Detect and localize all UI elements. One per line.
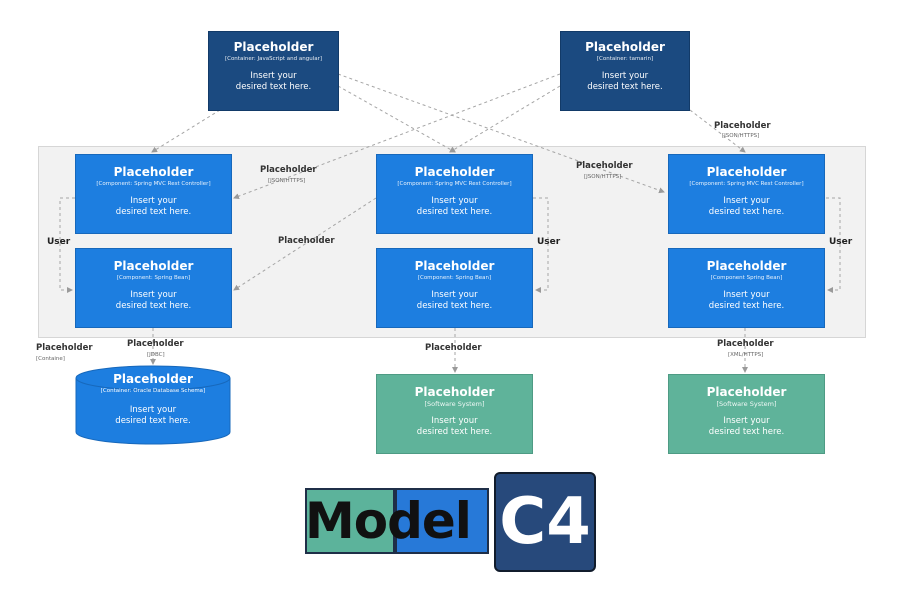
edge-comp3-comp2 bbox=[233, 197, 377, 291]
node-subtitle: [Component: Spring Bean] bbox=[417, 275, 492, 281]
component-2: Placeholder [Component: Spring Bean] Ins… bbox=[75, 248, 232, 328]
node-desc-2: desired text here. bbox=[708, 301, 785, 311]
edge-top2-comp5 bbox=[689, 109, 746, 153]
edge-sublabel-mid-json: [JSON/HTTPS] bbox=[584, 174, 622, 180]
node-desc-2: desired text here. bbox=[587, 82, 663, 92]
user-label-right: User bbox=[829, 237, 853, 247]
node-title: Placeholder bbox=[113, 259, 194, 273]
logo-text-mo: Mo bbox=[305, 492, 388, 550]
logo-text-del: del bbox=[387, 492, 472, 550]
node-desc-1: Insert your bbox=[431, 290, 478, 300]
edge-label-mid-json: Placeholder bbox=[576, 161, 633, 171]
node-subtitle: [Software System] bbox=[424, 400, 485, 408]
database-cylinder bbox=[75, 365, 231, 445]
component-6: Placeholder [Component Spring Bean] Inse… bbox=[668, 248, 825, 328]
edge-label-left-diag: Placeholder bbox=[278, 236, 335, 246]
node-title: Placeholder bbox=[113, 372, 193, 386]
edge-label-right-sys: Placeholder bbox=[717, 339, 774, 349]
edge-top1-comp1 bbox=[151, 109, 221, 153]
edge-sublabel-left-json: [JSON/HTTPS] bbox=[268, 178, 306, 184]
user-label-mid: User bbox=[537, 237, 561, 247]
node-title: Placeholder bbox=[113, 165, 194, 179]
edge-user-mid bbox=[533, 197, 549, 293]
logo-blue-block bbox=[395, 488, 489, 554]
node-desc-1: Insert your bbox=[250, 71, 297, 81]
node-subtitle: [Component: Spring MVC Rest Controller] bbox=[689, 181, 804, 187]
node-subtitle: [Container: tamarin] bbox=[596, 56, 654, 62]
node-title: Placeholder bbox=[706, 385, 787, 399]
node-desc-1: Insert your bbox=[723, 290, 770, 300]
logo-c4-badge: C4 bbox=[494, 472, 596, 572]
logo-green-block bbox=[305, 488, 395, 554]
edge-label-right-json: Placeholder bbox=[714, 121, 771, 131]
node-desc-1: Insert your bbox=[130, 290, 177, 300]
node-desc-2: desired text here. bbox=[708, 427, 785, 437]
node-desc-2: desired text here. bbox=[235, 82, 312, 92]
node-subtitle: [Component: Spring MVC Rest Controller] bbox=[397, 181, 512, 187]
node-desc-1: Insert your bbox=[129, 405, 177, 415]
edge-top1-comp5 bbox=[337, 73, 665, 194]
node-subtitle: [Component Spring Bean] bbox=[710, 275, 783, 281]
edge-label-db-link: Placeholder bbox=[127, 339, 184, 349]
node-desc-2: desired text here. bbox=[115, 301, 192, 311]
node-title: Placeholder bbox=[706, 165, 787, 179]
software-system-2: Placeholder [Software System] Insert you… bbox=[668, 374, 825, 454]
edge-label-left-json: Placeholder bbox=[260, 165, 317, 175]
node-title: Placeholder bbox=[414, 259, 495, 273]
node-desc-2: desired text here. bbox=[115, 207, 192, 217]
node-subtitle: [Container: JavaScript and angular] bbox=[224, 56, 323, 62]
boundary-sublabel: [Containe] bbox=[36, 356, 65, 362]
node-desc-1: Insert your bbox=[723, 196, 770, 206]
edge-user-right bbox=[826, 197, 841, 293]
node-title: Placeholder bbox=[414, 165, 495, 179]
component-4: Placeholder [Component: Spring Bean] Ins… bbox=[376, 248, 533, 328]
node-title: Placeholder bbox=[233, 40, 314, 54]
node-subtitle: [Component: Spring Bean] bbox=[116, 275, 191, 281]
node-desc-1: Insert your bbox=[130, 196, 177, 206]
component-5: Placeholder [Component: Spring MVC Rest … bbox=[668, 154, 825, 234]
node-title: Placeholder bbox=[585, 40, 665, 54]
node-subtitle: [Component: Spring MVC Rest Controller] bbox=[96, 181, 211, 187]
node-desc-2: desired text here. bbox=[416, 207, 493, 217]
logo-model-text: Model bbox=[305, 488, 472, 554]
node-subtitle: [Software System] bbox=[716, 400, 777, 408]
top-container-2: Placeholder [Container: tamarin] Insert … bbox=[560, 31, 690, 111]
edge-label-mid-sys: Placeholder bbox=[425, 343, 482, 353]
node-desc-2: desired text here. bbox=[115, 416, 191, 426]
node-desc-2: desired text here. bbox=[416, 427, 493, 437]
edge-user-left bbox=[59, 197, 75, 293]
edge-top2-comp1 bbox=[233, 73, 561, 200]
edge-sublabel-db-link: [JDBC] bbox=[147, 352, 165, 358]
node-subtitle: [Container: Oracle Database Schema] bbox=[100, 388, 206, 394]
boundary-label: Placeholder bbox=[36, 343, 93, 353]
software-system-1: Placeholder [Software System] Insert you… bbox=[376, 374, 533, 454]
node-desc-2: desired text here. bbox=[708, 207, 785, 217]
node-title: Placeholder bbox=[706, 259, 787, 273]
edge-sublabel-right-sys: [XML/HTTPS] bbox=[728, 352, 764, 358]
edge-top2-comp3 bbox=[449, 85, 561, 153]
node-title: Placeholder bbox=[414, 385, 495, 399]
component-1: Placeholder [Component: Spring MVC Rest … bbox=[75, 154, 232, 234]
edge-top1-comp3 bbox=[337, 85, 456, 153]
top-container-1: Placeholder [Container: JavaScript and a… bbox=[208, 31, 339, 111]
user-label-left: User bbox=[47, 237, 71, 247]
node-desc-2: desired text here. bbox=[416, 301, 493, 311]
edge-sublabel-right-json: [JSON/HTTPS] bbox=[722, 133, 760, 139]
node-desc-1: Insert your bbox=[723, 416, 770, 426]
component-3: Placeholder [Component: Spring MVC Rest … bbox=[376, 154, 533, 234]
node-desc-1: Insert your bbox=[431, 196, 478, 206]
node-desc-1: Insert your bbox=[431, 416, 478, 426]
database-node: Placeholder [Container: Oracle Database … bbox=[76, 372, 230, 427]
node-desc-1: Insert your bbox=[601, 71, 649, 81]
